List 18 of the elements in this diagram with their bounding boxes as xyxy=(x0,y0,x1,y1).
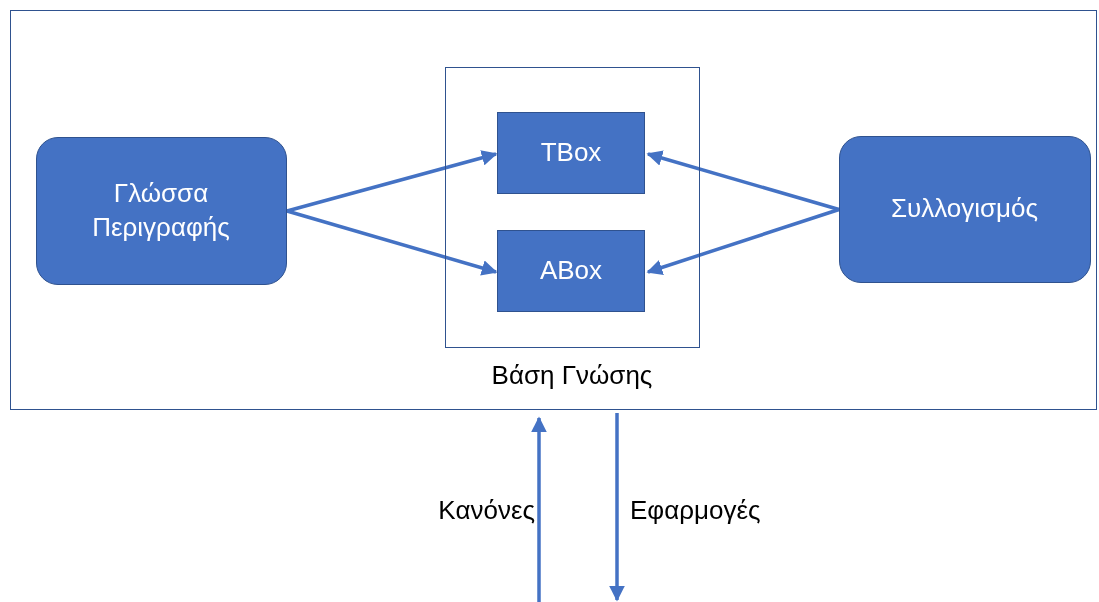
box-label: TBox xyxy=(539,136,603,170)
rounded-box xyxy=(35,136,287,285)
process-box xyxy=(497,230,645,312)
arrow xyxy=(286,150,498,213)
rounded-box xyxy=(838,135,1091,283)
box-label: Συλλογισμός xyxy=(889,192,1040,226)
arrow xyxy=(646,207,840,276)
edge-label: Κανόνες xyxy=(438,494,535,527)
arrow xyxy=(531,416,547,602)
group-title: Βάση Γνώσης xyxy=(491,358,653,392)
box-label: Γλώσσα Περιγραφής xyxy=(91,176,231,244)
box-label: ABox xyxy=(538,254,604,288)
edge-label: Εφαρμογές xyxy=(630,494,761,527)
arrow xyxy=(286,209,498,276)
process-box xyxy=(497,112,645,194)
arrow xyxy=(609,413,625,602)
diagram-frame xyxy=(10,10,1097,410)
arrow xyxy=(646,150,840,212)
